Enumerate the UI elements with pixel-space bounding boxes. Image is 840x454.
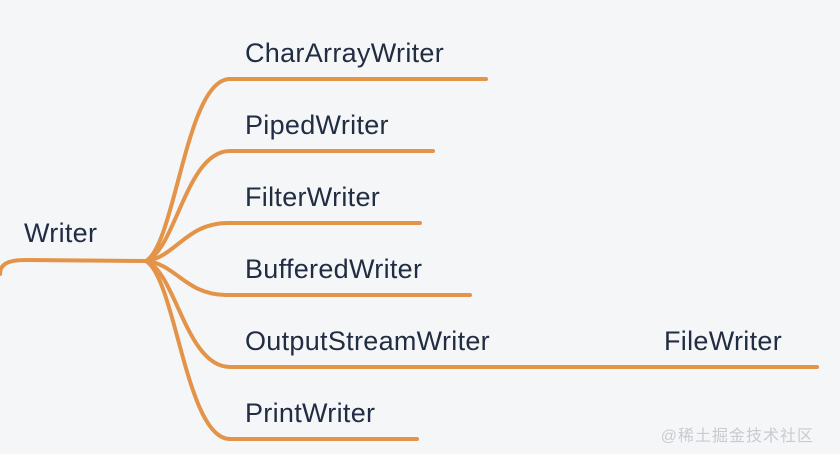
- node-chararraywriter[interactable]: CharArrayWriter: [245, 38, 445, 68]
- node-writer[interactable]: Writer: [24, 218, 98, 248]
- node-outputstreamwriter[interactable]: OutputStreamWriter: [245, 326, 490, 356]
- node-printwriter[interactable]: PrintWriter: [245, 398, 376, 428]
- branch-line: [144, 259, 472, 297]
- watermark: @稀土掘金技术社区: [660, 428, 814, 445]
- branch-line: [144, 259, 819, 369]
- root-branch-line: [0, 258, 148, 276]
- branch-line: [144, 149, 435, 263]
- node-pipedwriter[interactable]: PipedWriter: [245, 110, 389, 140]
- node-bufferedwriter[interactable]: BufferedWriter: [245, 254, 423, 284]
- branch-line: [144, 259, 419, 441]
- node-filterwriter[interactable]: FilterWriter: [245, 182, 381, 212]
- node-filewriter[interactable]: FileWriter: [664, 326, 783, 356]
- branch-line: [144, 77, 488, 263]
- branch-line: [144, 221, 422, 263]
